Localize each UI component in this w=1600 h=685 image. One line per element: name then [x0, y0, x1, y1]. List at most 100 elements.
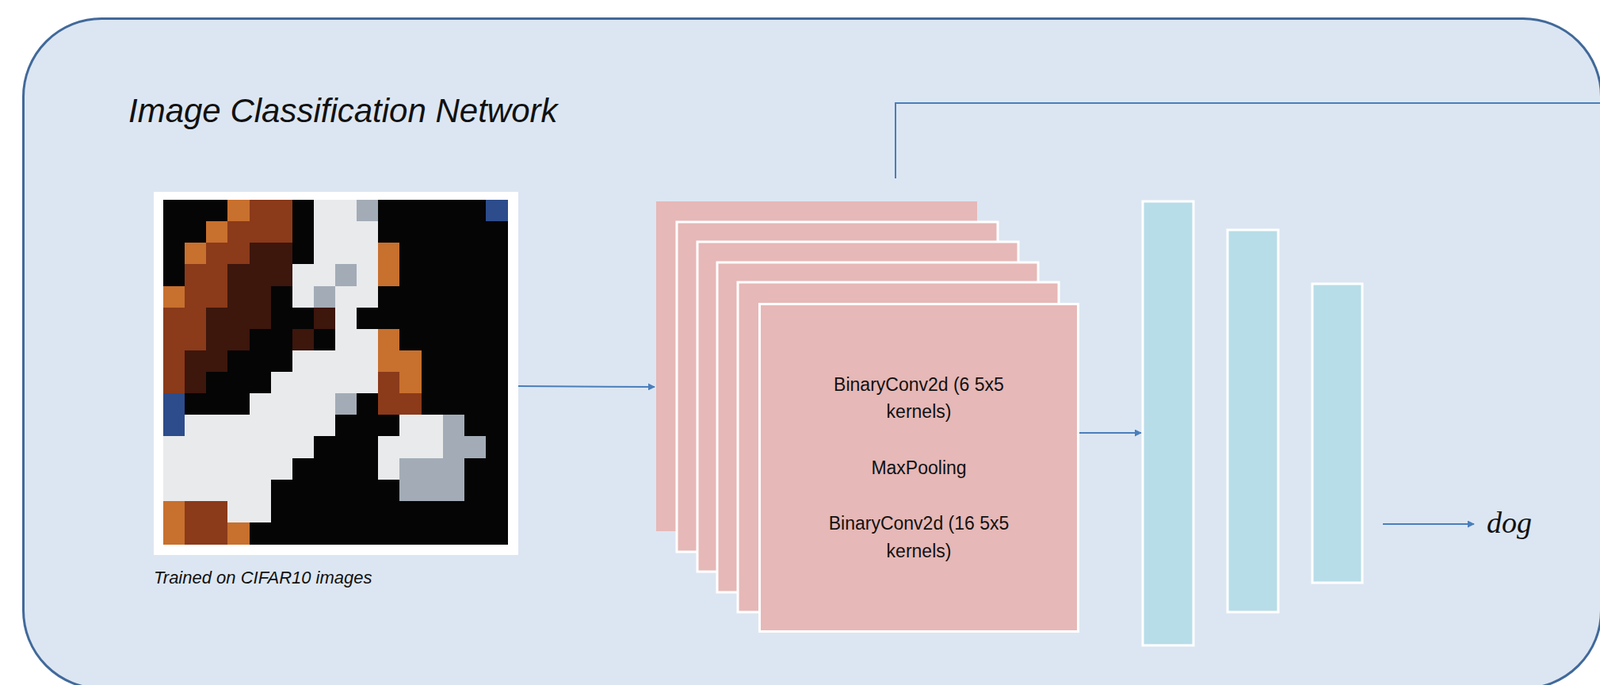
- picture-pixel: [163, 414, 186, 437]
- picture-pixel: [378, 242, 401, 265]
- picture-pixel: [356, 500, 379, 524]
- picture-pixel: [335, 199, 358, 222]
- picture-pixel: [271, 221, 294, 244]
- picture-pixel: [442, 414, 466, 437]
- picture-pixel: [313, 328, 337, 352]
- picture-pixel: [184, 221, 207, 244]
- picture-pixel: [485, 328, 508, 352]
- picture-pixel: [313, 500, 337, 524]
- picture-pixel: [227, 435, 250, 459]
- picture-pixel: [464, 458, 487, 481]
- picture-pixel: [292, 199, 315, 222]
- dense-layer: [1142, 201, 1194, 646]
- picture-pixel: [399, 435, 422, 459]
- picture-pixel: [184, 263, 207, 287]
- picture-pixel: [356, 371, 379, 394]
- picture-pixel: [442, 350, 466, 373]
- picture-pixel: [271, 500, 294, 524]
- picture-pixel: [421, 414, 444, 437]
- picture-pixel: [485, 307, 508, 330]
- picture-pixel: [163, 500, 186, 524]
- picture-pixel: [421, 393, 444, 416]
- picture-pixel: [313, 414, 337, 437]
- picture-pixel: [249, 458, 272, 481]
- dog-picture: [163, 199, 508, 545]
- picture-pixel: [335, 479, 358, 502]
- picture-pixel: [485, 414, 508, 437]
- dense-layer: [1312, 283, 1363, 583]
- picture-pixel: [485, 242, 508, 265]
- picture-pixel: [184, 242, 207, 265]
- picture-pixel: [206, 500, 229, 524]
- picture-pixel: [399, 371, 422, 394]
- picture-pixel: [227, 522, 250, 545]
- picture-pixel: [335, 221, 358, 244]
- picture-pixel: [249, 328, 272, 352]
- picture-pixel: [442, 263, 466, 287]
- picture-pixel: [378, 286, 401, 309]
- picture-pixel: [356, 242, 379, 265]
- picture-pixel: [421, 307, 444, 330]
- picture-pixel: [313, 221, 337, 244]
- picture-pixel: [184, 371, 207, 394]
- picture-pixel: [464, 393, 487, 416]
- picture-pixel: [378, 263, 401, 287]
- picture-pixel: [421, 242, 444, 265]
- picture-pixel: [464, 350, 487, 373]
- picture-pixel: [292, 307, 315, 330]
- picture-pixel: [163, 242, 186, 265]
- picture-pixel: [399, 307, 422, 330]
- picture-pixel: [485, 371, 508, 394]
- output-arrow: [1382, 523, 1474, 525]
- picture-pixel: [442, 393, 466, 416]
- picture-pixel: [442, 500, 466, 524]
- picture-pixel: [421, 479, 444, 502]
- picture-pixel: [292, 458, 315, 481]
- picture-pixel: [313, 307, 337, 330]
- conv-layer-box: BinaryConv2d (6 5x5 kernels)MaxPoolingBi…: [758, 302, 1080, 633]
- picture-pixel: [464, 286, 487, 309]
- picture-pixel: [271, 371, 294, 394]
- picture-pixel: [206, 458, 229, 481]
- picture-pixel: [249, 242, 272, 265]
- picture-pixel: [206, 199, 229, 222]
- picture-pixel: [184, 350, 207, 373]
- picture-pixel: [249, 221, 272, 244]
- picture-pixel: [399, 199, 422, 222]
- picture-pixel: [464, 414, 487, 437]
- picture-pixel: [421, 263, 444, 287]
- picture-pixel: [227, 371, 250, 394]
- picture-pixel: [356, 199, 379, 222]
- picture-pixel: [421, 199, 444, 222]
- picture-pixel: [356, 307, 379, 330]
- picture-pixel: [163, 199, 186, 222]
- picture-pixel: [399, 458, 422, 481]
- picture-pixel: [249, 500, 272, 524]
- picture-pixel: [485, 500, 508, 524]
- picture-pixel: [206, 435, 229, 459]
- picture-pixel: [249, 286, 272, 309]
- picture-pixel: [335, 522, 358, 545]
- picture-pixel: [249, 414, 272, 437]
- picture-pixel: [464, 221, 487, 244]
- picture-pixel: [313, 350, 337, 373]
- picture-pixel: [464, 435, 487, 459]
- picture-pixel: [335, 500, 358, 524]
- picture-pixel: [399, 414, 422, 437]
- picture-pixel: [399, 221, 422, 244]
- picture-pixel: [356, 263, 379, 287]
- picture-pixel: [163, 522, 186, 545]
- picture-pixel: [163, 435, 186, 459]
- picture-pixel: [313, 371, 337, 394]
- picture-pixel: [249, 307, 272, 330]
- picture-pixel: [378, 307, 401, 330]
- picture-pixel: [442, 435, 466, 459]
- picture-pixel: [335, 435, 358, 459]
- picture-pixel: [249, 199, 272, 222]
- picture-pixel: [206, 242, 229, 265]
- class-output: dog: [1486, 504, 1532, 540]
- picture-pixel: [227, 328, 250, 352]
- picture-pixel: [227, 221, 250, 244]
- picture-pixel: [206, 393, 229, 416]
- picture-pixel: [206, 479, 229, 502]
